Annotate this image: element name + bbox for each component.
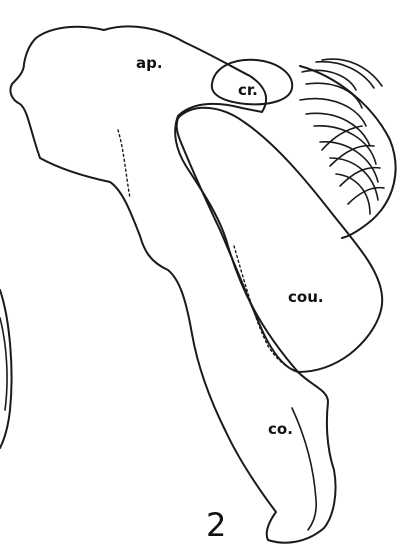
- dotted-line-lower: [234, 246, 300, 372]
- main-outline: [10, 26, 335, 542]
- striated-fan: [300, 59, 396, 238]
- label-ap: ap.: [136, 54, 163, 72]
- cou-lobe: [177, 108, 383, 372]
- dotted-line-upper: [118, 130, 130, 198]
- label-co: co.: [268, 420, 293, 438]
- collar-inner-edge: [292, 408, 316, 530]
- label-cou: cou.: [288, 288, 324, 306]
- figure-number: 2: [206, 506, 226, 544]
- adjacent-figure-fragment: [0, 290, 12, 448]
- label-cr: cr.: [238, 81, 258, 99]
